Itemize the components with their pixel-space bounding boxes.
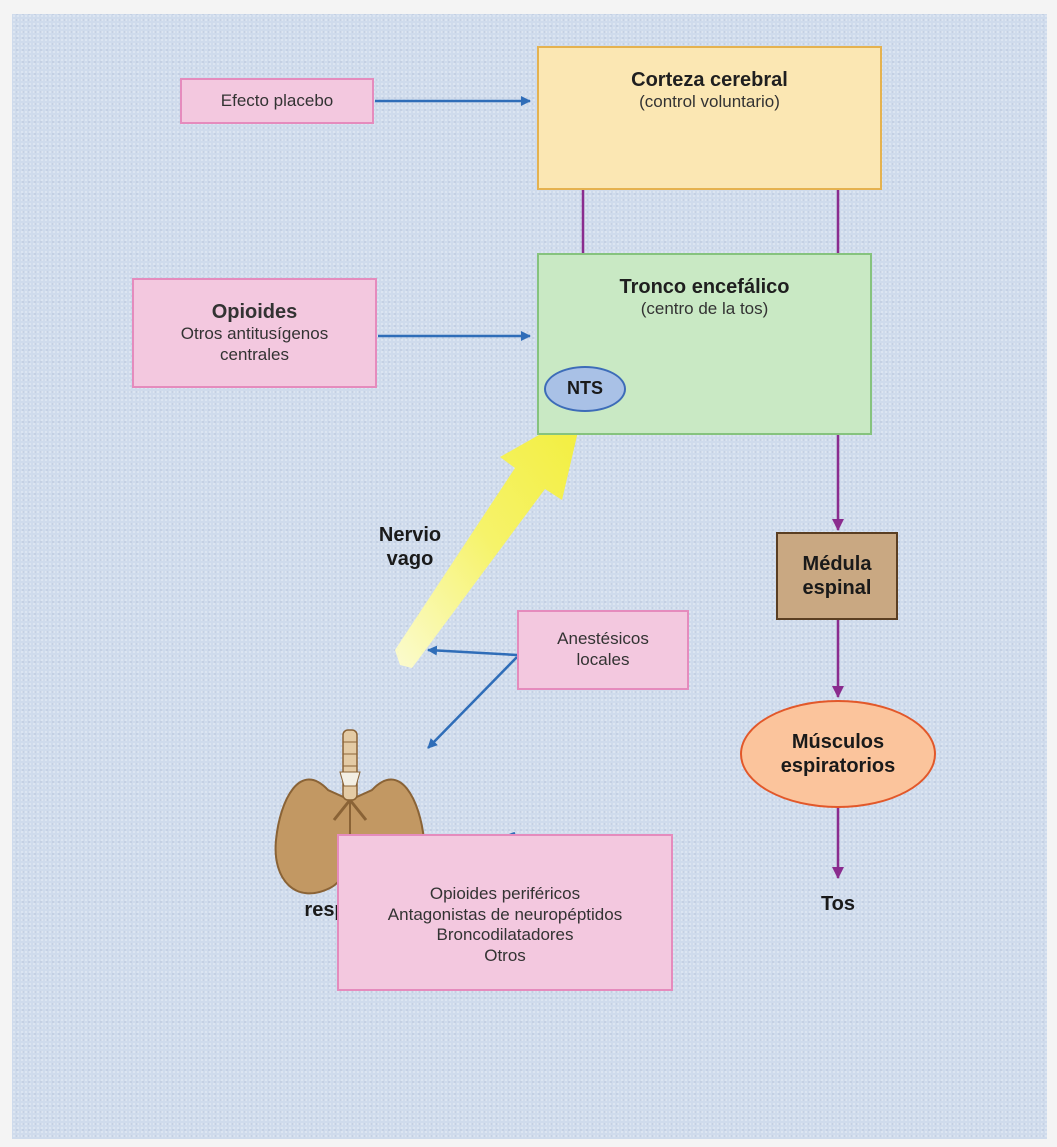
local-anesthetics-box: Anestésicos locales [517, 610, 689, 690]
spinal-line2: espinal [803, 576, 872, 600]
peripheral-line1: Opioides periféricos [430, 884, 580, 905]
cough-label: Tos [808, 892, 868, 916]
nts-label: NTS [567, 378, 603, 400]
peripheral-drugs-box: Opioides periféricos Antagonistas de neu… [337, 834, 673, 991]
peripheral-line3: Broncodilatadores [436, 925, 573, 946]
anesthetics-line1: Anestésicos [557, 629, 649, 650]
vagus-nerve-label: Nervio vago [350, 523, 470, 571]
cortex-title: Corteza cerebral [631, 68, 788, 92]
peripheral-line2: Antagonistas de neuropéptidos [388, 905, 622, 926]
cortex-box: Corteza cerebral (control voluntario) [537, 46, 882, 190]
muscles-line1: Músculos [792, 730, 884, 754]
opioids-box: Opioides Otros antitusígenos centrales [132, 278, 377, 388]
cortex-subtitle: (control voluntario) [639, 92, 780, 113]
expiratory-muscles-ellipse: Músculos espiratorios [740, 700, 936, 808]
muscles-line2: espiratorios [781, 754, 895, 778]
peripheral-line4: Otros [484, 946, 526, 967]
anesthetics-line2: locales [577, 650, 630, 671]
spinal-cord-box: Médula espinal [776, 532, 898, 620]
spinal-line1: Médula [803, 552, 872, 576]
brainstem-title: Tronco encefálico [619, 275, 789, 299]
vagus-line1: Nervio [350, 523, 470, 547]
opioids-line1: Otros antitusígenos [181, 324, 328, 345]
placebo-box: Efecto placebo [180, 78, 374, 124]
brainstem-subtitle: (centro de la tos) [641, 299, 769, 320]
arrow-anesthetics-to-airways [428, 657, 517, 748]
nts-node: NTS [544, 366, 626, 412]
opioids-line2: centrales [220, 345, 289, 366]
opioids-title: Opioides [212, 300, 298, 324]
placebo-label: Efecto placebo [221, 91, 333, 112]
vagus-line2: vago [350, 547, 470, 571]
arrow-anesthetics-to-vagus [428, 650, 517, 655]
